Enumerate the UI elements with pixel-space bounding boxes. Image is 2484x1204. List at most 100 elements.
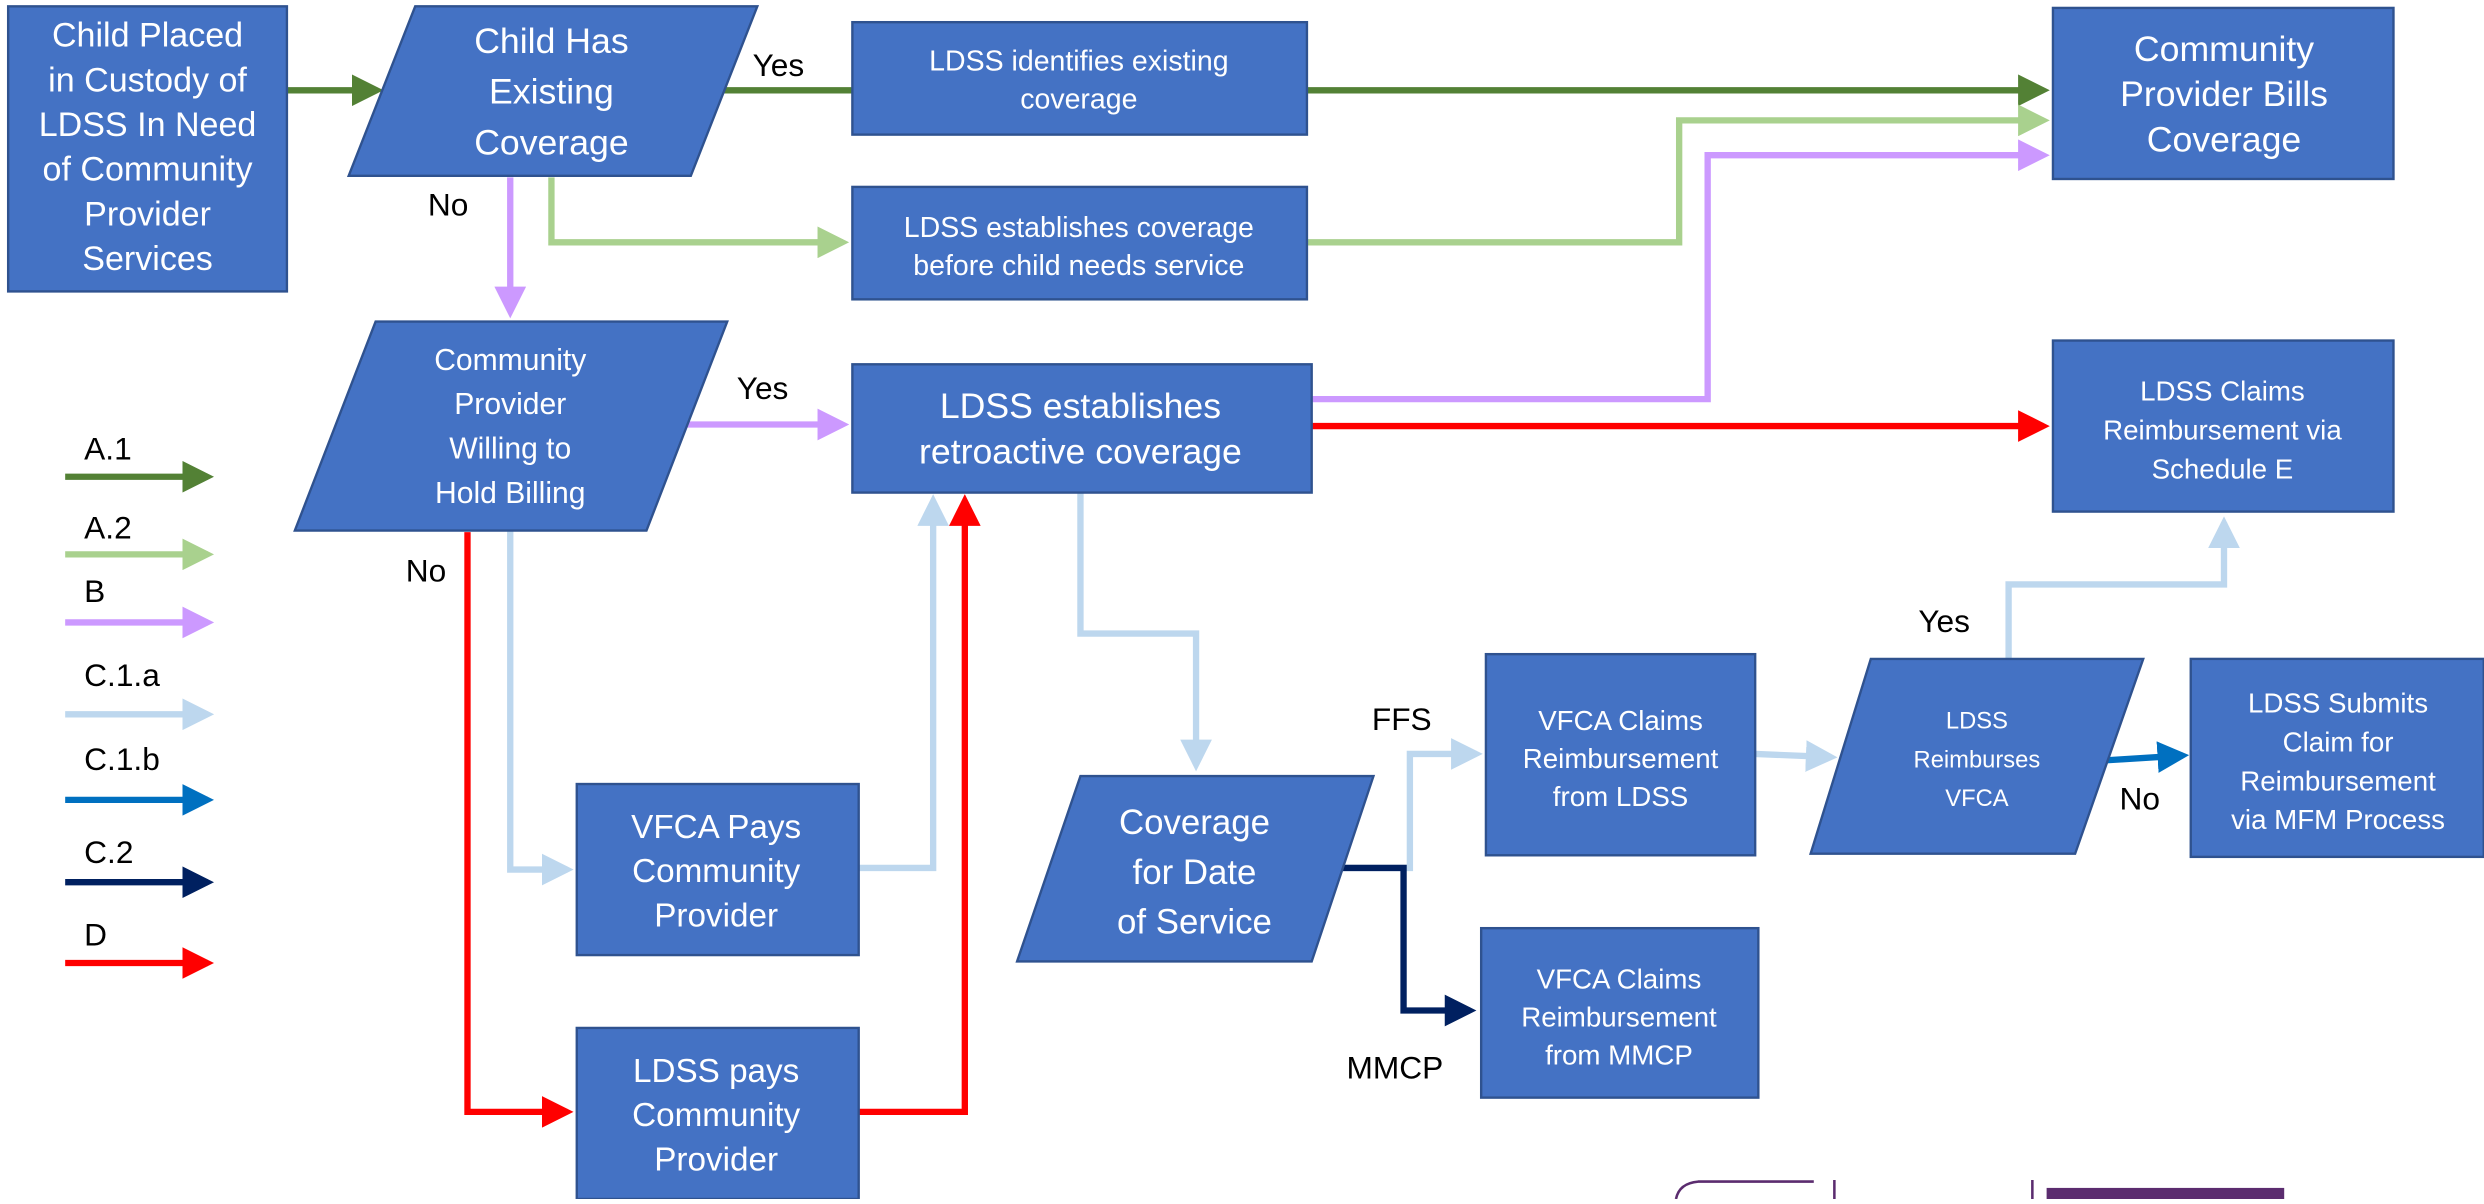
edge-label-no-mid: No [406,552,446,588]
node-label-line: LDSS establishes [940,386,1221,426]
node-ldss-pays-box [575,1026,860,1201]
node-label-line: Provider Bills [2120,74,2328,114]
logo-fragment [1674,1179,2285,1200]
node-label-line: LDSS establishes coverage [904,212,1254,244]
node-retro: LDSS establishes retroactive coverage [919,386,1242,471]
edge-label-ffs: FFS [1372,701,1432,737]
node-label-line: coverage [1020,83,1137,115]
node-label-line: Provider [654,898,778,935]
node-label-line: retroactive coverage [919,431,1242,471]
edge-label-yes-right: Yes [1918,603,1970,639]
node-child-placed-box [6,5,289,293]
node-label-line: Child Placed [52,17,243,55]
node-label-line: Community [632,853,801,890]
node-label-line: LDSS Claims [2140,376,2305,407]
legend-label: C.2 [84,834,133,870]
node-label-line: via MFM Process [2231,804,2445,835]
node-label-line: Claim for [2283,727,2394,758]
node-coverage-dos-box [1015,774,1376,963]
legend-label: A.2 [84,510,132,546]
edge-c1b-no-to-mfm [2106,741,2190,773]
node-label-line: VFCA Pays [631,809,801,846]
node-label-line: Reimbursement via [2103,415,2342,446]
legend-label: C.1.b [84,741,160,777]
node-vfca-pays-box [575,782,860,957]
legend-label: D [84,917,107,953]
node-label-line: LDSS Submits [2248,688,2428,719]
node-identifies: LDSS identifies existing coverage [929,45,1228,115]
edge-c1a-vfca-pays-to-retro [858,494,949,872]
node-label-line: Coverage [1119,803,1270,842]
legend-label: B [84,573,105,609]
node-label-line: Reimbursement [2240,765,2436,796]
node-label-line: Willing to [449,433,571,466]
node-label-line: LDSS identifies existing [929,45,1228,77]
node-retro-box [851,363,1313,494]
node-label-line: Community [632,1097,801,1134]
node-coverage-dos: Coverage for Date of Service [1117,803,1272,942]
node-label-line: Community [2134,29,2314,69]
node-vfca-ldss-box [1484,652,1757,857]
edge-label-no-top: No [428,186,468,222]
node-label-line: Existing [489,72,614,112]
node-claims-e-box [2051,339,2395,513]
node-label-line: Child Has [474,21,628,61]
node-label-line: from LDSS [1553,781,1688,812]
edge-label-no-right: No [2119,780,2159,816]
node-label-line: Provider [84,195,211,233]
node-establishes-box [851,185,1309,301]
node-label-line: VFCA Claims [1538,705,1703,736]
edge-d-willing-to-ldss-pays [464,532,574,1128]
node-label-line: Coverage [474,122,628,162]
edge-c1a-vfca-ldss-to-reimburses [1755,740,1838,772]
edge-c1a-willing-to-vfca-pays [507,530,574,886]
node-label-line: Services [82,240,213,278]
node-label-line: from MMCP [1545,1039,1693,1070]
node-label-line: of Community [43,151,253,189]
node-label-line: VFCA Claims [1537,963,1702,994]
edge-a2-establishes-to-bills [1306,104,2050,246]
node-label-line: Provider [654,1141,778,1178]
node-label-line: Hold Billing [435,477,585,510]
node-vfca-mmcp-box [1479,926,1760,1099]
node-label-line: Reimbursement [1523,743,1719,774]
edge-c1a-retro-to-coverage-dos [1077,492,1212,772]
node-label-line: LDSS In Need [39,106,257,144]
legend-label: C.1.a [84,657,160,693]
node-label-line: LDSS [1946,708,2008,735]
node-label-line: LDSS pays [633,1053,799,1090]
edge-labels: Yes No Yes No FFS MMCP Yes No [406,47,2160,1086]
node-label-line: Provider [454,388,566,421]
node-label-line: of Service [1117,903,1272,942]
edge-label-mmcp: MMCP [1347,1050,1444,1086]
edge-label-yes-top: Yes [753,47,805,83]
node-bills-box [2051,6,2395,181]
node-label-line: VFCA [1945,785,2008,812]
edge-c1a-yes-to-claims-e [2005,516,2240,659]
node-willing-box [293,320,729,532]
node-label-line: Reimburses [1914,746,2041,773]
edge-label-yes-mid: Yes [737,370,789,406]
node-label-line: for Date [1133,853,1257,892]
node-label-line: Community [434,344,586,377]
node-label-line: Schedule E [2152,453,2294,484]
shapes [6,5,2484,1201]
node-has-coverage-box [346,5,760,177]
edge-a2-coverage-to-establishes [548,177,850,259]
connectors [286,74,2240,1128]
